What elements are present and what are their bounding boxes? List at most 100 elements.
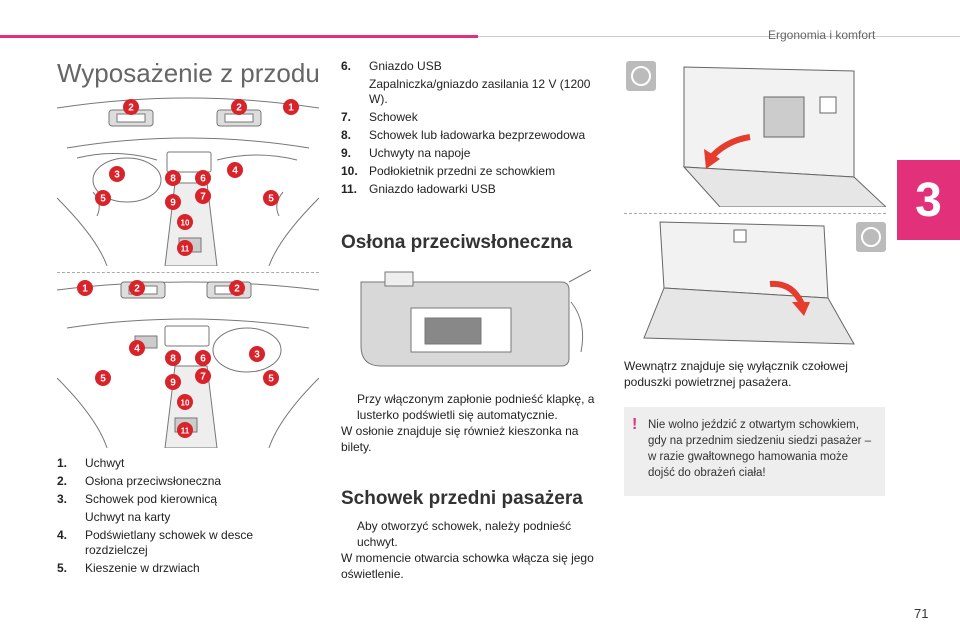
legend-item: 5.Kieszenie w drzwiach <box>57 561 307 576</box>
legend-item: 6. Gniazdo USB <box>341 59 603 74</box>
svg-text:2: 2 <box>234 284 240 295</box>
callout-marker-2: 2 <box>229 280 245 296</box>
callout-marker-2: 2 <box>231 99 247 115</box>
glovebox-heading: Schowek przedni pasażera <box>341 488 583 509</box>
svg-text:10: 10 <box>181 219 190 228</box>
legend-item: 2. Osłona przeciwsłoneczna <box>57 474 307 489</box>
page-number: 71 <box>914 606 929 621</box>
svg-text:4: 4 <box>232 166 238 177</box>
sunvisor-heading: Osłona przeciwsłoneczna <box>341 232 573 253</box>
callout-marker-2: 2 <box>123 99 139 115</box>
svg-text:4: 4 <box>134 344 140 355</box>
legend-number: 1. <box>57 456 68 470</box>
bullet-icon <box>341 391 357 423</box>
callout-marker-2: 2 <box>129 280 145 296</box>
svg-text:9: 9 <box>170 198 176 209</box>
callout-marker-5: 5 <box>95 190 111 206</box>
svg-text:11: 11 <box>181 427 190 436</box>
svg-text:10: 10 <box>181 399 190 408</box>
sunvisor-illustration <box>341 262 603 380</box>
callout-marker-10: 10 <box>177 394 193 410</box>
legend-number: 5. <box>57 561 68 575</box>
svg-text:2: 2 <box>134 284 140 295</box>
legend-text: Uchwyt <box>85 456 125 470</box>
svg-text:5: 5 <box>100 194 106 205</box>
svg-text:8: 8 <box>170 174 176 185</box>
legend-text: Gniazdo USB <box>369 59 442 73</box>
svg-text:8: 8 <box>170 354 176 365</box>
legend-text: Schowek <box>369 110 418 124</box>
callout-marker-6: 6 <box>195 350 211 366</box>
glovebox-text: Aby otworzyć schowek, należy podnieść uc… <box>341 518 603 582</box>
svg-text:2: 2 <box>128 103 134 114</box>
svg-text:5: 5 <box>100 374 106 385</box>
page-title: Wyposażenie z przodu <box>57 58 320 88</box>
warning-box: ! Nie wolno jeździć z otwartym schowkiem… <box>624 407 885 496</box>
legend-item: 11.Gniazdo ładowarki USB <box>341 182 603 197</box>
callout-marker-5: 5 <box>263 190 279 206</box>
callout-marker-9: 9 <box>165 194 181 210</box>
figure-divider <box>57 272 319 273</box>
callout-marker-11: 11 <box>177 240 193 256</box>
warning-text: Nie wolno jeździć z otwartym schowkiem, … <box>648 419 872 479</box>
callout-marker-8: 8 <box>165 350 181 366</box>
glovebox-rhd-illustration <box>624 218 886 348</box>
callout-marker-1: 1 <box>283 99 299 115</box>
legend-list-left: 1. Uchwyt 2. Osłona przeciwsłoneczna 3. Schow… <box>57 456 307 579</box>
chapter-tab: 3 <box>897 160 960 240</box>
glovebox-lhd-illustration <box>624 57 886 207</box>
legend-text: Osłona przeciwsłoneczna <box>85 474 222 488</box>
legend-item: 1. Uchwyt <box>57 456 307 471</box>
callout-marker-3: 3 <box>109 166 125 182</box>
svg-text:1: 1 <box>82 284 88 295</box>
legend-list-right: 6. Gniazdo USB Zapalniczka/gniazdo zasilan… <box>341 59 603 200</box>
legend-number: 9. <box>341 146 352 160</box>
callout-marker-7: 7 <box>195 368 211 384</box>
legend-item: 4. Podświetlany schowek w desce rozdzielc… <box>57 528 307 558</box>
callout-marker-11: 11 <box>177 422 193 438</box>
legend-item: 7. Schowek <box>341 110 603 125</box>
legend-number: 3. <box>57 492 68 506</box>
legend-text: Schowek lub ładowarka bezprzewodowa <box>369 128 586 142</box>
sunvisor-note: W osłonie znajduje się również kieszonka… <box>341 424 579 454</box>
svg-text:1: 1 <box>288 103 294 114</box>
callout-marker-5: 5 <box>95 370 111 386</box>
legend-item: 3. Schowek pod kierownicą <box>57 492 307 507</box>
dashboard-rhd-illustration: 1 3 4 6 7 8 9 10 11 2 2 5 5 <box>57 278 319 448</box>
callout-marker-6: 6 <box>195 170 211 186</box>
dashboard-lhd-illustration: 1 3 4 6 7 8 9 10 11 2 2 5 5 <box>57 88 319 266</box>
svg-text:6: 6 <box>200 354 206 365</box>
legend-text: Schowek pod kierownicą <box>85 492 218 506</box>
callout-marker-1: 1 <box>77 280 93 296</box>
callout-marker-10: 10 <box>177 214 193 230</box>
header-accent-bar <box>0 35 478 38</box>
glovebox-bullet: Aby otworzyć schowek, należy podnieść uc… <box>357 519 572 549</box>
legend-text: Podświetlany schowek w desce rozdzielcze… <box>85 528 254 557</box>
figure-divider <box>624 213 886 214</box>
legend-number: 4. <box>57 528 68 542</box>
svg-text:5: 5 <box>268 374 274 385</box>
svg-text:6: 6 <box>200 174 206 185</box>
legend-number: 6. <box>341 59 352 73</box>
warning-icon: ! <box>632 416 638 433</box>
svg-text:9: 9 <box>170 378 176 389</box>
legend-number: 7. <box>341 110 352 124</box>
svg-text:3: 3 <box>114 170 120 181</box>
bullet-icon <box>341 518 357 550</box>
legend-number: 2. <box>57 474 68 488</box>
callout-marker-7: 7 <box>195 188 211 204</box>
svg-text:3: 3 <box>254 350 260 361</box>
callout-marker-4: 4 <box>227 162 243 178</box>
callout-marker-9: 9 <box>165 374 181 390</box>
section-title: Ergonomia i komfort <box>768 28 876 42</box>
callout-marker-8: 8 <box>165 170 181 186</box>
legend-subtext: Zapalniczka/gniazdo zasilania 12 V (1200… <box>369 77 591 106</box>
legend-item: 9.Uchwyty na napoje <box>341 146 603 161</box>
legend-text: Gniazdo ładowarki USB <box>369 182 496 196</box>
callout-marker-4: 4 <box>129 340 145 356</box>
legend-subtext: Uchwyt na karty <box>85 510 171 524</box>
svg-text:7: 7 <box>200 372 206 383</box>
header-rule <box>478 36 960 37</box>
legend-text: Podłokietnik przedni ze schowkiem <box>369 164 556 178</box>
legend-number: 10. <box>341 164 358 178</box>
